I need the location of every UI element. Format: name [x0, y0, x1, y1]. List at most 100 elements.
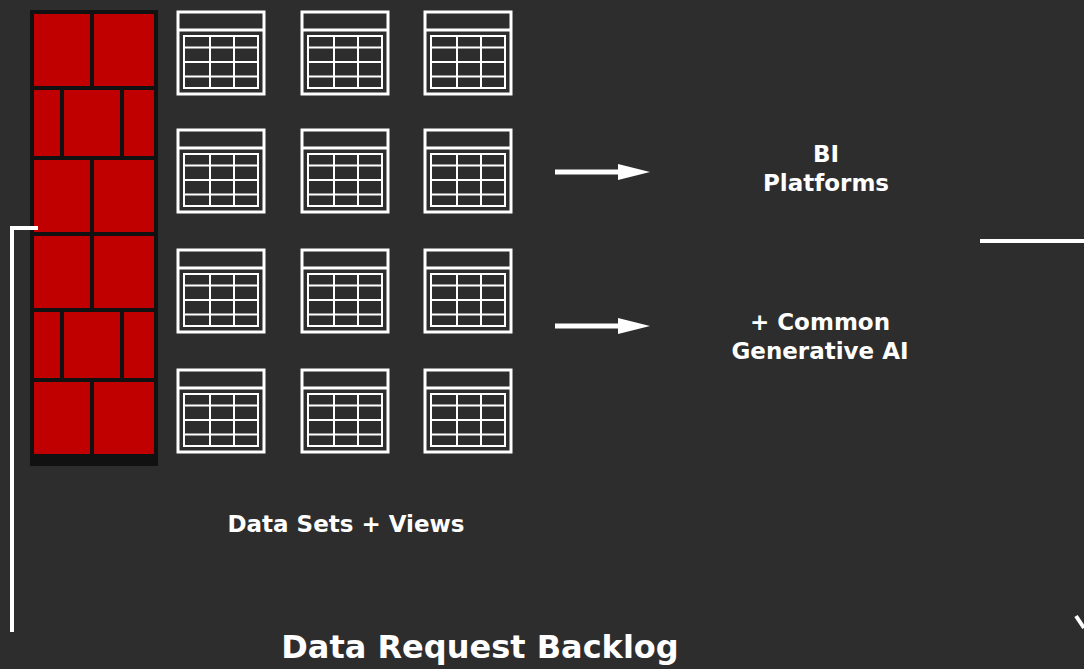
brick: [34, 14, 90, 86]
table-icon: [425, 250, 511, 332]
table-body: [184, 274, 258, 326]
table-col-line: [357, 36, 359, 88]
table-row-line: [308, 434, 382, 436]
table-header-line: [425, 147, 511, 150]
table-col-line: [456, 36, 458, 88]
table-row-line: [431, 76, 505, 78]
table-body: [184, 394, 258, 446]
brick: [34, 160, 90, 232]
table-icon: [425, 130, 511, 212]
table-row-line: [184, 165, 258, 167]
table-col-line: [233, 154, 235, 206]
table-outline: [302, 370, 388, 452]
arrow-line: [555, 170, 620, 175]
table-row-line: [308, 194, 382, 196]
table-col-line: [333, 154, 335, 206]
table-row-line: [184, 419, 258, 421]
table-row-line: [184, 76, 258, 78]
brick: [34, 312, 60, 378]
table-row-line: [431, 299, 505, 301]
brick: [64, 312, 120, 378]
table-col-line: [480, 36, 482, 88]
table-col-line: [480, 274, 482, 326]
table-row-line: [308, 61, 382, 63]
table-icon: [178, 250, 264, 332]
table-row-line: [184, 299, 258, 301]
table-col-line: [333, 36, 335, 88]
backlog-bracket: [12, 228, 38, 632]
table-header-line: [425, 267, 511, 270]
table-header-line: [302, 387, 388, 390]
table-row-line: [431, 314, 505, 316]
table-col-line: [357, 274, 359, 326]
table-body: [184, 154, 258, 206]
table-col-line: [209, 36, 211, 88]
table-row-line: [308, 76, 382, 78]
return-line: [980, 239, 1084, 243]
table-outline: [425, 12, 511, 94]
table-row-line: [431, 165, 505, 167]
arrow-head: [618, 164, 650, 180]
table-header-line: [178, 147, 264, 150]
brick-wall: [30, 10, 158, 466]
arrow-head: [618, 318, 650, 334]
table-row-line: [184, 194, 258, 196]
table-col-line: [333, 274, 335, 326]
table-header-line: [425, 29, 511, 32]
table-row-line: [184, 47, 258, 49]
table-col-line: [357, 394, 359, 446]
table-col-line: [333, 394, 335, 446]
table-row-line: [308, 405, 382, 407]
datasets-label: Data Sets + Views: [166, 510, 526, 539]
table-outline: [178, 12, 264, 94]
table-header-line: [178, 29, 264, 32]
table-icons: [178, 12, 511, 452]
table-row-line: [184, 405, 258, 407]
table-outline: [302, 250, 388, 332]
table-row-line: [184, 285, 258, 287]
table-row-line: [308, 165, 382, 167]
table-col-line: [480, 394, 482, 446]
table-col-line: [233, 36, 235, 88]
table-col-line: [209, 154, 211, 206]
table-col-line: [209, 274, 211, 326]
table-row-line: [184, 434, 258, 436]
table-col-line: [480, 154, 482, 206]
brick: [94, 160, 154, 232]
bracket: [12, 228, 1084, 632]
brick: [124, 90, 154, 156]
arrow-line: [555, 324, 620, 329]
table-col-line: [357, 154, 359, 206]
table-icon: [178, 130, 264, 212]
table-row-line: [431, 179, 505, 181]
table-header-line: [178, 267, 264, 270]
table-icon: [178, 370, 264, 452]
table-icon: [302, 250, 388, 332]
brick: [34, 90, 60, 156]
table-col-line: [209, 394, 211, 446]
table-header-line: [302, 29, 388, 32]
table-outline: [425, 130, 511, 212]
table-outline: [425, 370, 511, 452]
table-icon: [425, 12, 511, 94]
brick: [94, 14, 154, 86]
table-icon: [425, 370, 511, 452]
table-outline: [302, 12, 388, 94]
platform-label: BI Platforms: [751, 140, 901, 198]
table-row-line: [431, 434, 505, 436]
table-body: [308, 154, 382, 206]
table-col-line: [456, 274, 458, 326]
table-row-line: [431, 285, 505, 287]
table-body: [431, 274, 505, 326]
table-header-line: [302, 267, 388, 270]
table-row-line: [308, 285, 382, 287]
brick: [64, 90, 120, 156]
table-outline: [178, 130, 264, 212]
wall-back: [30, 10, 158, 466]
table-body: [431, 154, 505, 206]
table-icon: [302, 12, 388, 94]
table-header-line: [425, 387, 511, 390]
table-row-line: [431, 405, 505, 407]
table-row-line: [308, 47, 382, 49]
return-arrow-head: [1076, 616, 1084, 628]
